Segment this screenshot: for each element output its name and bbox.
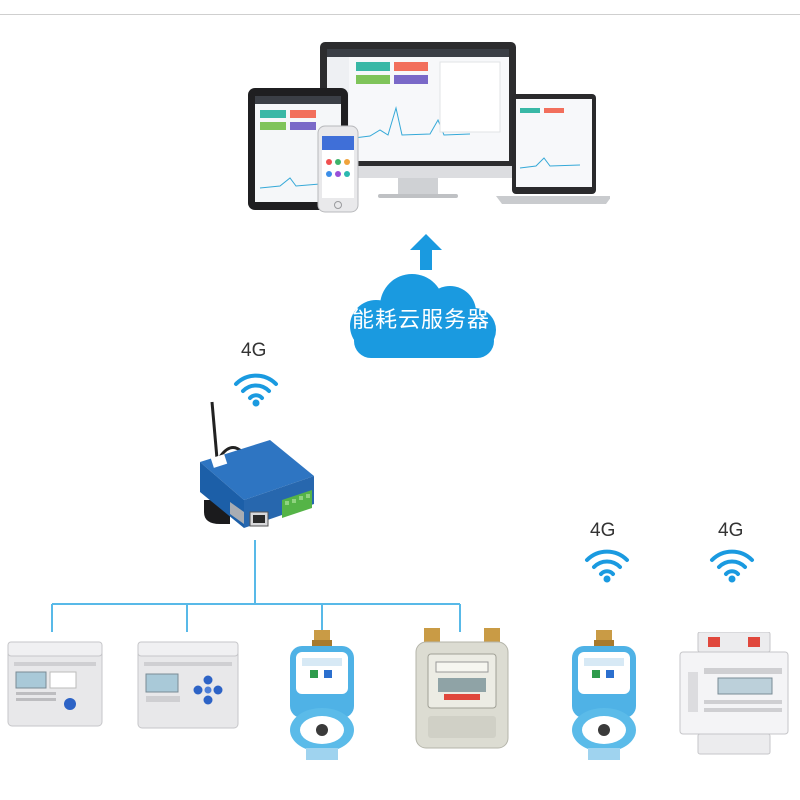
water-meter-icon bbox=[572, 630, 636, 760]
wifi-icon bbox=[710, 549, 754, 583]
gas-meter-icon bbox=[415, 628, 509, 749]
gateway-icon bbox=[200, 401, 314, 528]
electric-meter-icon bbox=[137, 641, 239, 729]
cloud-server-label: 能耗云服务器 bbox=[351, 308, 490, 333]
electric-meter-icon bbox=[7, 641, 103, 727]
top-divider bbox=[0, 14, 800, 15]
signal-label-water-meter: 4G bbox=[590, 520, 616, 541]
phone-icon bbox=[317, 125, 359, 213]
wifi-icon bbox=[585, 549, 629, 583]
water-meter-icon bbox=[290, 630, 354, 760]
signal-label-gateway: 4G bbox=[241, 340, 267, 361]
wifi-icon bbox=[234, 373, 278, 407]
client-devices bbox=[248, 42, 610, 213]
signal-label-electric-meter: 4G bbox=[718, 520, 744, 541]
cloud-icon bbox=[350, 274, 496, 358]
laptop-icon bbox=[496, 94, 610, 204]
electric-meter-icon bbox=[679, 632, 789, 755]
up-arrow-icon bbox=[410, 234, 442, 270]
